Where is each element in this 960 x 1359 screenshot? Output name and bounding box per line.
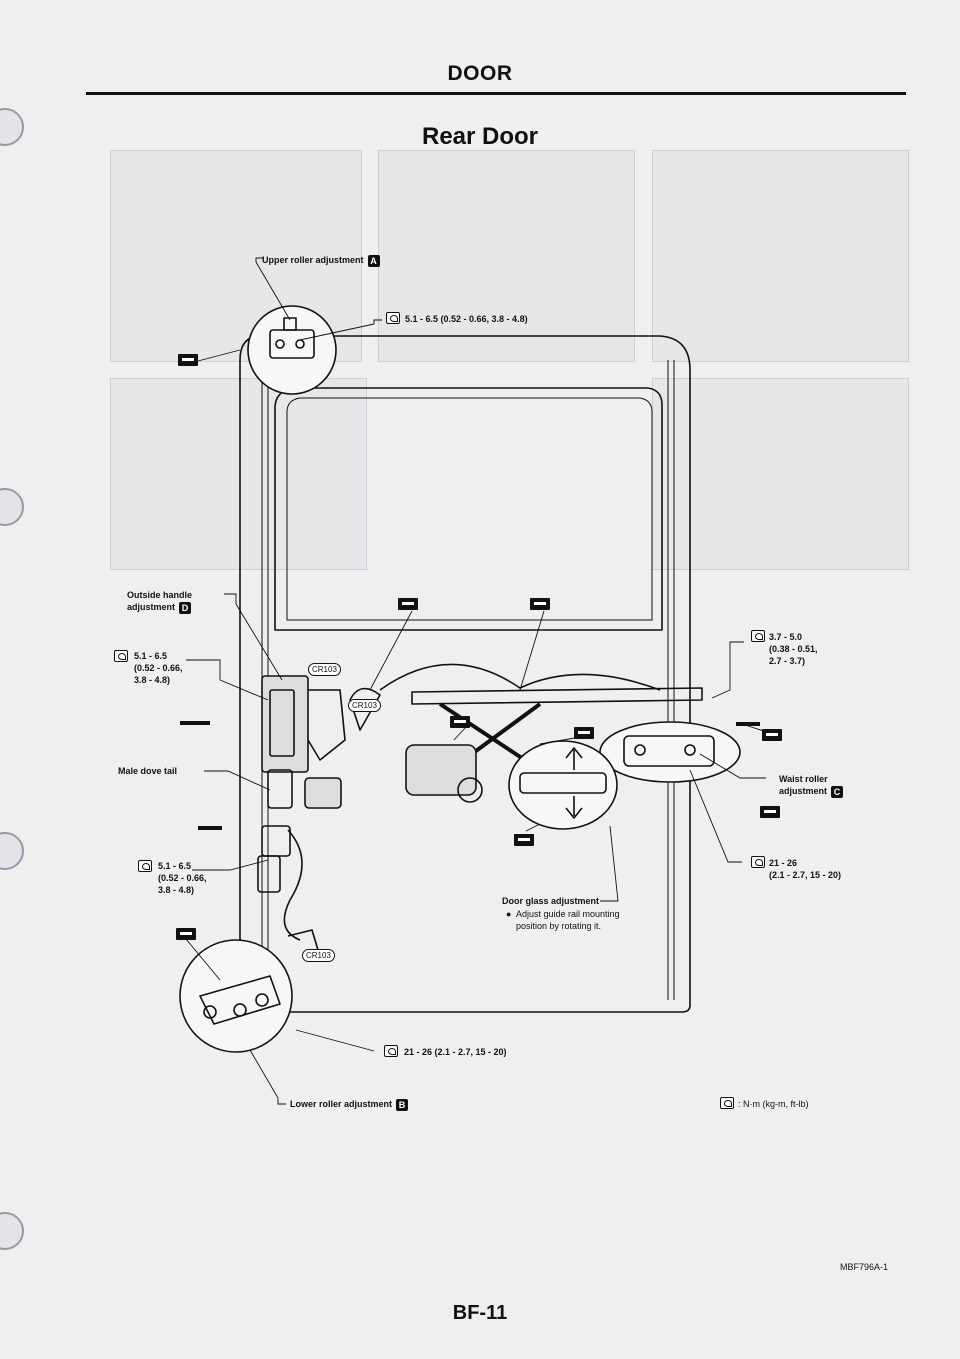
male-dove-tail-label: Male dove tail bbox=[118, 766, 178, 776]
torque-wrench-icon bbox=[720, 1097, 734, 1109]
special-tool-icon bbox=[760, 806, 780, 818]
torque-spec-waist: 21 - 26 (2.1 - 2.7, 15 - 20) bbox=[769, 858, 842, 880]
special-tool-icon bbox=[178, 354, 198, 366]
special-tool-icon bbox=[176, 928, 196, 940]
torque-wrench-icon bbox=[384, 1045, 398, 1057]
torque-spec-handle: 5.1 - 6.5 (0.52 - 0.66, 3.8 - 4.8) bbox=[134, 651, 183, 685]
waist-roller-text: Waist roller adjustment bbox=[779, 774, 828, 796]
torque-spec-upper: 5.1 - 6.5 (0.52 - 0.66, 3.8 - 4.8) bbox=[405, 314, 528, 324]
lower-roller-text: Lower roller adjustment bbox=[290, 1099, 393, 1109]
torque-spec-dovetail: 5.1 - 6.5 (0.52 - 0.66, 3.8 - 4.8) bbox=[158, 861, 207, 895]
header-rule bbox=[86, 92, 906, 95]
connector-badge: CR103 bbox=[302, 949, 335, 962]
show-through-panel bbox=[378, 150, 635, 362]
upper-roller-text: Upper roller adjustment bbox=[262, 255, 364, 265]
special-tool-icon bbox=[398, 598, 418, 610]
figure-code: MBF796A-1 bbox=[840, 1262, 889, 1272]
badge-a: A bbox=[367, 254, 380, 267]
section-header: DOOR bbox=[447, 62, 513, 85]
show-through-panel bbox=[110, 378, 367, 570]
badge-d: D bbox=[179, 601, 192, 614]
connector-badge: CR103 bbox=[348, 699, 381, 712]
special-tool-icon bbox=[530, 598, 550, 610]
page-title: Rear Door bbox=[421, 123, 539, 150]
torque-wrench-icon bbox=[138, 860, 152, 872]
badge-c: C bbox=[831, 785, 844, 798]
torque-wrench-icon bbox=[114, 650, 128, 662]
page-number: BF-11 bbox=[452, 1302, 508, 1324]
special-tool-icon bbox=[762, 729, 782, 741]
outside-handle-text: Outside handle adjustment bbox=[127, 590, 193, 612]
show-through-panel bbox=[652, 378, 909, 570]
special-tool-icon bbox=[574, 727, 594, 739]
show-through-panel bbox=[652, 150, 909, 362]
badge-b: B bbox=[396, 1098, 409, 1111]
connector-badge: CR103 bbox=[308, 663, 341, 676]
door-glass-label: Door glass adjustment bbox=[502, 896, 600, 906]
torque-wrench-icon bbox=[386, 312, 400, 324]
special-tool-icon bbox=[514, 834, 534, 846]
torque-spec-regulator: 3.7 - 5.0 (0.38 - 0.51, 2.7 - 3.7) bbox=[769, 632, 818, 666]
special-tool-icon bbox=[450, 716, 470, 728]
torque-spec-lower: 21 - 26 (2.1 - 2.7, 15 - 20) bbox=[404, 1047, 507, 1057]
unit-legend: : N·m (kg-m, ft-lb) bbox=[738, 1099, 809, 1109]
door-glass-note: ● Adjust guide rail mounting position by… bbox=[506, 909, 620, 931]
torque-wrench-icon bbox=[751, 856, 765, 868]
torque-wrench-icon bbox=[751, 630, 765, 642]
